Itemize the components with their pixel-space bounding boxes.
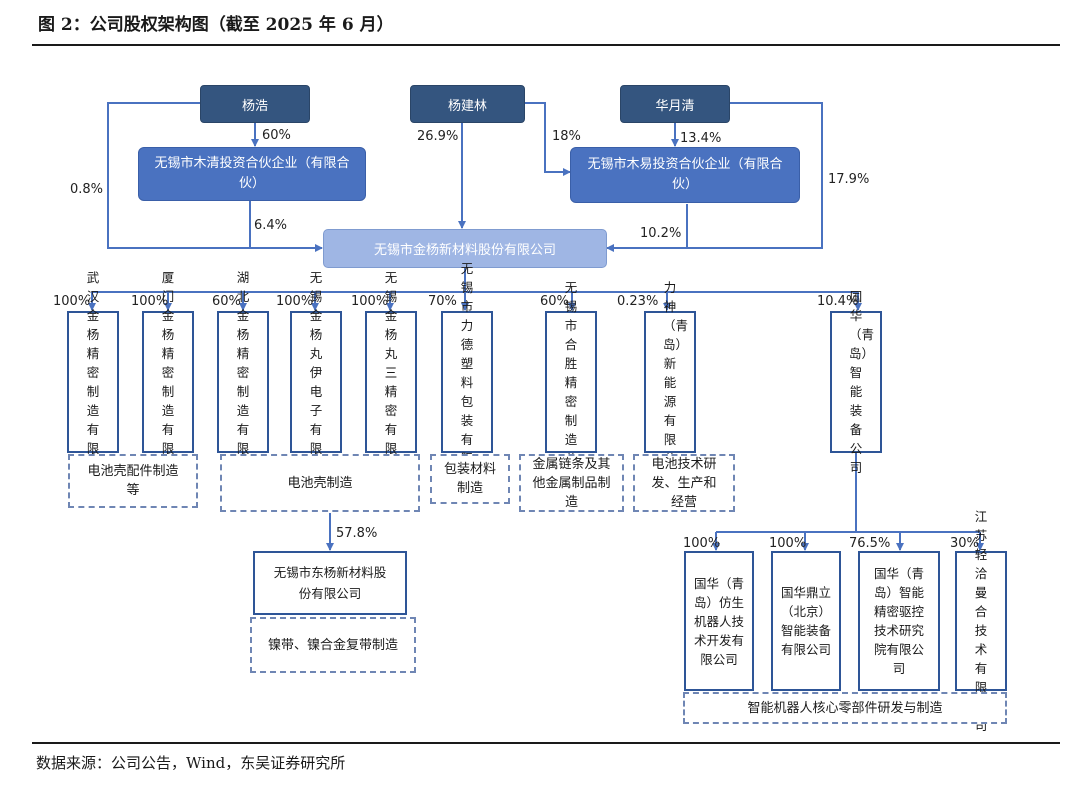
subsidiary-lishen: 力神（青岛）新能源有限公司 — [644, 280, 696, 485]
bottom-rule — [32, 742, 1060, 744]
pct-sub-xiamen: 100% — [131, 294, 169, 309]
pct-sub-wuhan: 100% — [53, 294, 91, 309]
shareholder-yang-hao: 杨浩 — [200, 85, 310, 123]
subsidiary-xiamen: 厦门金杨精密制造有限公司 — [142, 270, 194, 494]
pct-yjl-muyi: 18% — [552, 129, 581, 144]
pct-gh-sub-2: 100% — [769, 536, 807, 551]
note-nickel-strip: 镍带、镍合金复带制造 — [250, 617, 416, 673]
guohua-sub-institute: 国华（青岛）智能精密驱控技术研究院有限公司 — [858, 551, 940, 691]
subsidiary-wanyi: 无锡金杨丸伊电子有限公司 — [290, 270, 342, 494]
dongyang-company: 无锡市东杨新材料股份有限公司 — [253, 551, 407, 615]
pct-muyi-company: 10.2% — [640, 226, 682, 241]
partnership-muyi: 无锡市木易投资合伙企业（有限合伙） — [570, 147, 800, 203]
pct-sub-hubei: 60% — [212, 294, 241, 309]
pct-gh-sub-1: 100% — [683, 536, 721, 551]
figure-title: 图 2：公司股权架构图（截至 2025 年 6 月） — [38, 15, 394, 35]
pct-hyq-company: 17.9% — [828, 172, 870, 187]
note-battery-case: 电池壳制造 — [220, 454, 420, 512]
shareholder-hua-yueqing: 华月清 — [620, 85, 730, 123]
pct-muqing-company: 6.4% — [254, 218, 288, 233]
pct-hyq-muyi: 13.4% — [680, 131, 722, 146]
pct-sub-guohua: 10.4% — [817, 294, 859, 309]
shareholder-yang-jianlin: 杨建林 — [410, 85, 525, 123]
pct-gh-sub-4: 30% — [950, 536, 979, 551]
subsidiary-wansan: 无锡金杨丸三精密有限公司 — [365, 270, 417, 494]
note-packaging: 包装材料制造 — [430, 454, 510, 504]
pct-sub-hesheng: 60% — [540, 294, 569, 309]
main-company: 无锡市金杨新材料股份有限公司 — [323, 229, 607, 268]
source-note: 数据来源：公司公告，Wind，东吴证券研究所 — [36, 754, 346, 772]
pct-yh-muqing: 60% — [262, 128, 291, 143]
note-battery-parts: 电池壳配件制造等 — [68, 454, 198, 508]
note-metal-chain: 金属链条及其他金属制品制造 — [519, 454, 624, 512]
pct-gh-sub-3: 76.5% — [849, 536, 891, 551]
subsidiary-guohua: 国华（青岛）智能装备公司 — [830, 289, 882, 475]
pct-sub-lishen: 0.23% — [617, 294, 659, 309]
subsidiary-hubei: 湖北金杨精密制造有限公司 — [217, 270, 269, 494]
pct-sub-wansan: 100% — [351, 294, 389, 309]
subsidiary-lide: 无锡市力德塑料包装有限公司 — [441, 261, 493, 504]
pct-sub-wanyi: 100% — [276, 294, 314, 309]
pct-sub-lide: 70% — [428, 294, 457, 309]
top-rule — [32, 44, 1060, 46]
pct-dongyang: 57.8% — [336, 526, 378, 541]
note-battery-rd: 电池技术研发、生产和经营 — [633, 454, 735, 512]
partnership-muqing: 无锡市木清投资合伙企业（有限合伙） — [138, 147, 366, 201]
subsidiary-hesheng: 无锡市合胜精密制造公司 — [545, 280, 597, 485]
subsidiary-wuhan: 武汉金杨精密制造有限公司 — [67, 270, 119, 494]
note-robot-parts: 智能机器人核心零部件研发与制造 — [683, 692, 1007, 724]
pct-yjl-company: 26.9% — [417, 129, 459, 144]
guohua-sub-jiangsu: 江苏轻洽曼合技术有限公司 — [955, 509, 1007, 733]
guohua-sub-bionic: 国华（青岛）仿生机器人技术开发有限公司 — [684, 551, 754, 691]
pct-yh-company: 0.8% — [70, 182, 104, 197]
guohua-sub-dingli: 国华鼎立（北京）智能装备有限公司 — [771, 551, 841, 691]
